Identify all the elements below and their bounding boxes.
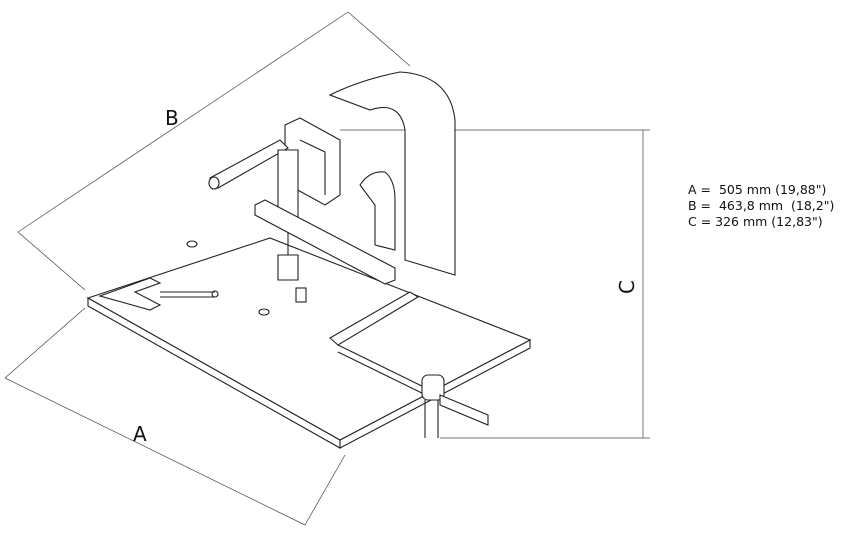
label-c: C xyxy=(614,280,639,294)
v-guide xyxy=(98,277,307,311)
fence-bar xyxy=(254,199,396,285)
dimension-c-text: C = 326 mm (12,83") xyxy=(688,214,823,229)
press-head xyxy=(208,117,341,281)
dimension-c xyxy=(340,129,650,439)
label-a: A xyxy=(133,422,147,446)
label-b: B xyxy=(165,106,179,130)
clamp xyxy=(329,291,489,438)
base-plate xyxy=(86,237,532,449)
dimension-a-text: A = 505 mm (19,88") xyxy=(688,182,827,197)
dimension-b xyxy=(17,11,411,291)
arch-column xyxy=(328,71,456,276)
dimension-a xyxy=(4,307,346,526)
dimension-legend: A = 505 mm (19,88")B = 463,8 mm (18,2")C… xyxy=(688,182,834,230)
dimension-b-text: B = 463,8 mm (18,2") xyxy=(688,198,835,213)
